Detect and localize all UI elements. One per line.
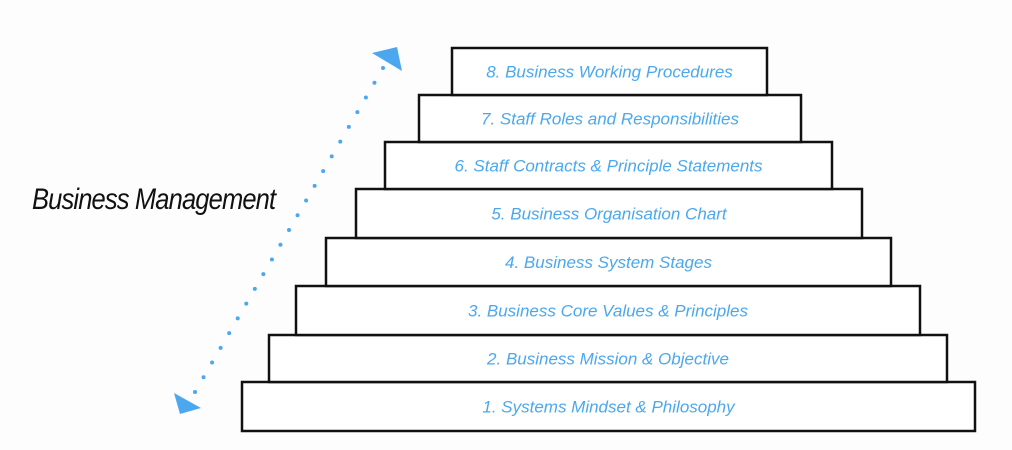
- step-label-4: 4. Business System Stages: [505, 253, 712, 272]
- step-label-8: 8. Business Working Procedures: [486, 63, 733, 82]
- arrow-dot: [321, 169, 326, 174]
- step-label-5: 5. Business Organisation Chart: [491, 205, 728, 224]
- step-box-8: [450, 46, 769, 97]
- step-box-1: [240, 380, 977, 433]
- arrow-dot: [304, 198, 309, 203]
- step-box-7: [417, 93, 803, 144]
- arrow-dot: [235, 316, 240, 321]
- arrow-dot: [227, 331, 232, 336]
- arrow-dot: [312, 183, 317, 188]
- step-label-3: 3. Business Core Values & Principles: [468, 302, 749, 321]
- arrow-dot: [252, 286, 257, 291]
- arrow-dot: [210, 360, 215, 365]
- arrow-dot: [278, 242, 283, 247]
- arrow-dot: [381, 66, 385, 70]
- arrow-dot: [193, 390, 197, 394]
- arrow-dot: [269, 257, 274, 262]
- diagram-title: Business Management: [32, 183, 276, 216]
- step-label-6: 6. Staff Contracts & Principle Statement…: [454, 157, 763, 176]
- arrow-dot: [338, 139, 343, 144]
- step-box-3: [294, 284, 922, 337]
- arrow-dot: [261, 272, 266, 277]
- step-box-4: [324, 236, 893, 288]
- step-label-7: 7. Staff Roles and Responsibilities: [481, 110, 739, 129]
- arrow-dot: [372, 80, 377, 85]
- arrow-head-up-icon: [372, 47, 402, 71]
- arrow-dot: [244, 301, 249, 306]
- arrow-dot: [363, 95, 368, 100]
- arrow-dot: [201, 375, 206, 380]
- arrow-dot: [329, 154, 334, 159]
- step-label-1: 1. Systems Mindset & Philosophy: [482, 398, 736, 417]
- arrow-dot: [346, 124, 351, 129]
- step-box-6: [383, 140, 834, 191]
- arrow-dot: [295, 213, 300, 218]
- arrow-dot: [355, 110, 360, 115]
- step-label-2: 2. Business Mission & Objective: [486, 350, 729, 369]
- arrow-head-down-icon: [174, 393, 201, 414]
- arrow-dot: [218, 345, 223, 350]
- arrow-dot: [287, 228, 291, 232]
